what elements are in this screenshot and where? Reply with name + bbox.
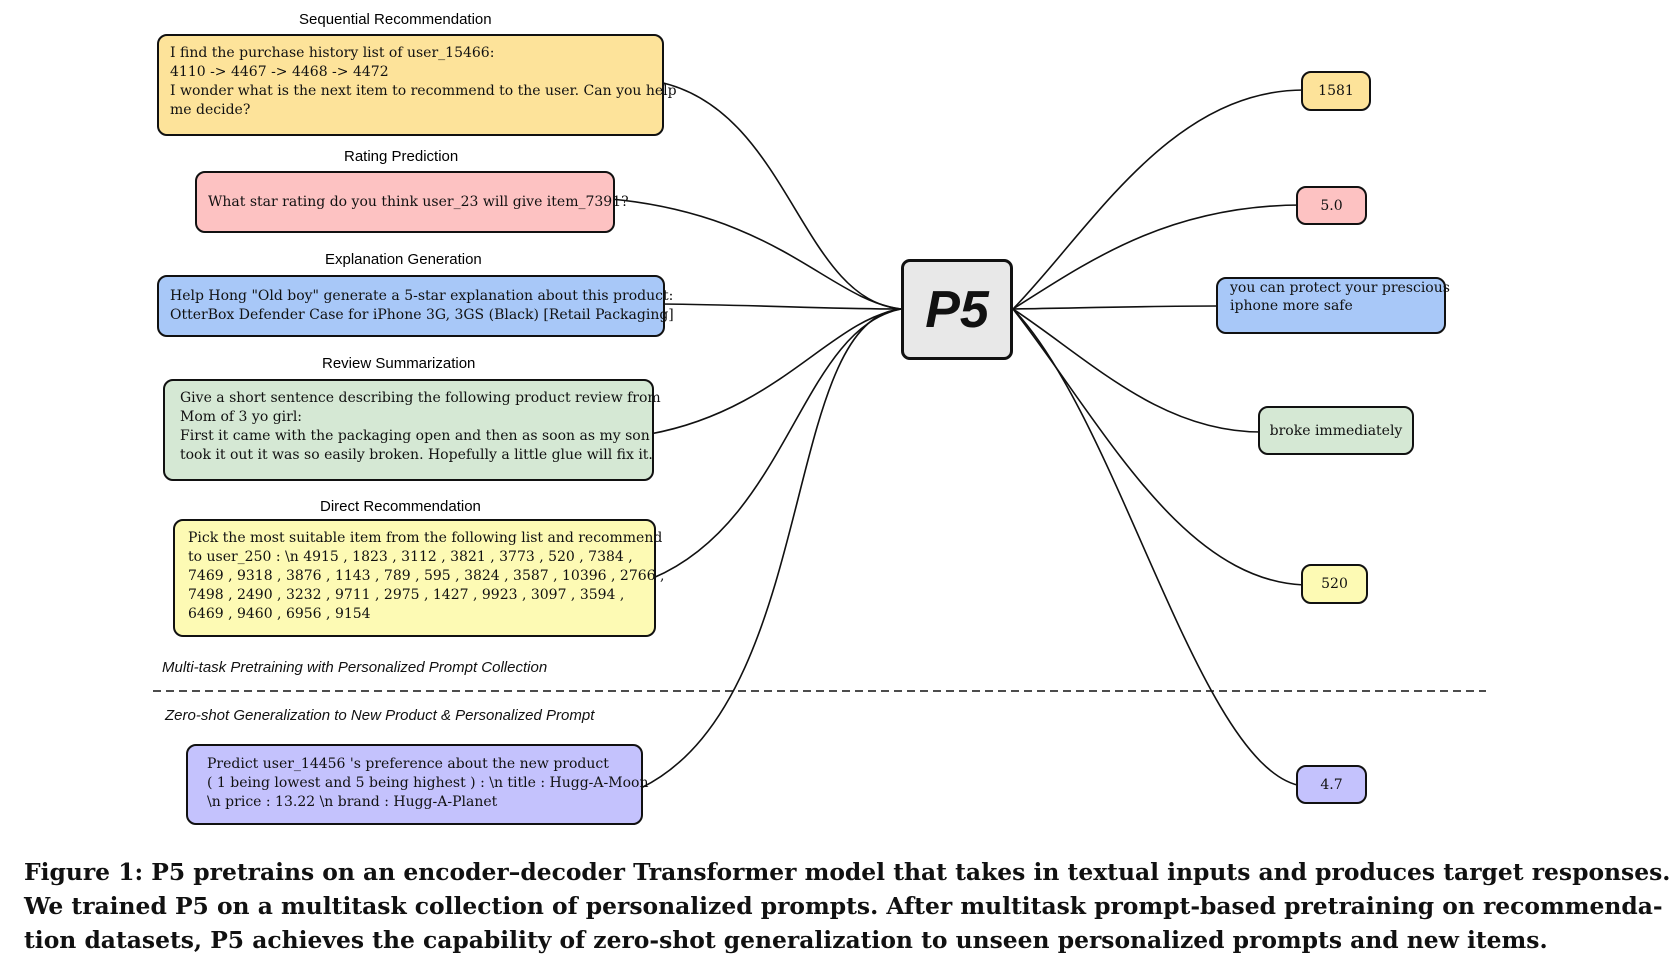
prompt-line: I wonder what is the next item to recomm… bbox=[170, 83, 677, 99]
prompt-box-explanation: Help Hong "Old boy" generate a 5-star ex… bbox=[157, 275, 674, 337]
prompt-line: Give a short sentence describing the fol… bbox=[180, 390, 661, 406]
prompt-line: ( 1 being lowest and 5 being highest ) :… bbox=[207, 775, 649, 791]
prompt-box-zeroshot: Predict user_14456 's preference about t… bbox=[186, 744, 649, 825]
connector-out-summary bbox=[1012, 308, 1262, 433]
prompt-line: took it out it was so easily broken. Hop… bbox=[180, 447, 653, 463]
prompt-line: to user_250 : \n 4915 , 1823 , 3112 , 38… bbox=[188, 549, 633, 565]
prompt-line: What star rating do you think user_23 wi… bbox=[208, 194, 629, 210]
connector-explanation bbox=[660, 303, 902, 310]
prompt-line: First it came with the packaging open an… bbox=[180, 428, 650, 444]
prompt-line: \n price : 13.22 \n brand : Hugg-A-Plane… bbox=[207, 794, 498, 810]
output-box-zeroshot: 4.7 bbox=[1296, 765, 1367, 804]
task-title-review: Review Summarization bbox=[322, 355, 476, 372]
caption-line: Figure 1: P5 pretrains on an encoder–dec… bbox=[24, 858, 1670, 886]
connector-lines bbox=[153, 81, 1486, 789]
prompt-line: me decide? bbox=[170, 102, 251, 118]
prompt-line: Mom of 3 yo girl: bbox=[180, 409, 303, 425]
figure-caption: Figure 1: P5 pretrains on an encoder–dec… bbox=[24, 855, 1670, 957]
output-box-sequential: 1581 bbox=[1301, 71, 1371, 111]
prompt-line: 6469 , 9460 , 6956 , 9154 bbox=[188, 606, 371, 622]
section-label-zeroshot: Zero-shot Generalization to New Product … bbox=[165, 707, 595, 724]
section-label-pretraining: Multi-task Pretraining with Personalized… bbox=[162, 659, 548, 676]
prompt-box-review: Give a short sentence describing the fol… bbox=[163, 379, 661, 481]
output-text: 5.0 bbox=[1320, 197, 1343, 214]
connector-out-5 bbox=[1012, 204, 1303, 310]
prompt-box-sequential: I find the purchase history list of user… bbox=[157, 34, 677, 136]
prompt-box-rating: What star rating do you think user_23 wi… bbox=[195, 171, 629, 233]
connector-out-4.7 bbox=[1012, 308, 1303, 787]
connector-out-520 bbox=[1012, 308, 1305, 586]
task-title-direct: Direct Recommendation bbox=[320, 498, 481, 515]
prompt-line: 7469 , 9318 , 3876 , 1143 , 789 , 595 , … bbox=[188, 568, 665, 584]
output-box-review: broke immediately bbox=[1258, 406, 1414, 455]
prompt-line: I find the purchase history list of user… bbox=[170, 45, 495, 61]
output-box-rating: 5.0 bbox=[1296, 186, 1367, 225]
prompt-line: 7498 , 2490 , 3232 , 9711 , 2975 , 1427 … bbox=[188, 587, 625, 603]
output-box-direct: 520 bbox=[1301, 564, 1368, 604]
prompt-line: Help Hong "Old boy" generate a 5-star ex… bbox=[170, 288, 674, 304]
output-text: 520 bbox=[1321, 576, 1348, 592]
connector-zeroshot bbox=[640, 308, 902, 789]
connector-review bbox=[649, 308, 902, 435]
figure: Sequential Recommendation Rating Predict… bbox=[24, 11, 1670, 957]
connector-out-1581 bbox=[1012, 89, 1305, 310]
caption-line: tion datasets, P5 achieves the capabilit… bbox=[24, 926, 1548, 954]
connector-direct bbox=[652, 308, 902, 579]
connector-rating bbox=[610, 198, 902, 310]
p5-model-box: P5 bbox=[901, 259, 1013, 360]
output-text: 4.7 bbox=[1320, 776, 1343, 793]
output-text: you can protect your prescious bbox=[1230, 280, 1450, 296]
task-title-explanation: Explanation Generation bbox=[325, 251, 482, 268]
output-text: iphone more safe bbox=[1230, 298, 1353, 314]
output-text: broke immediately bbox=[1269, 422, 1403, 439]
task-title-sequential: Sequential Recommendation bbox=[299, 11, 492, 28]
output-box-explanation: you can protect your prescious iphone mo… bbox=[1216, 277, 1450, 334]
prompt-line: Predict user_14456 's preference about t… bbox=[207, 756, 609, 772]
prompt-line: 4110 -> 4467 -> 4468 -> 4472 bbox=[170, 64, 389, 80]
prompt-box-direct: Pick the most suitable item from the fol… bbox=[173, 519, 665, 637]
output-text: 1581 bbox=[1318, 83, 1354, 99]
caption-line: We trained P5 on a multitask collection … bbox=[24, 892, 1663, 920]
prompt-line: Pick the most suitable item from the fol… bbox=[188, 530, 663, 546]
task-title-rating: Rating Prediction bbox=[344, 148, 459, 165]
connector-sequential bbox=[658, 81, 902, 310]
connector-out-explanation bbox=[1012, 305, 1220, 310]
prompt-line: OtterBox Defender Case for iPhone 3G, 3G… bbox=[170, 307, 674, 323]
